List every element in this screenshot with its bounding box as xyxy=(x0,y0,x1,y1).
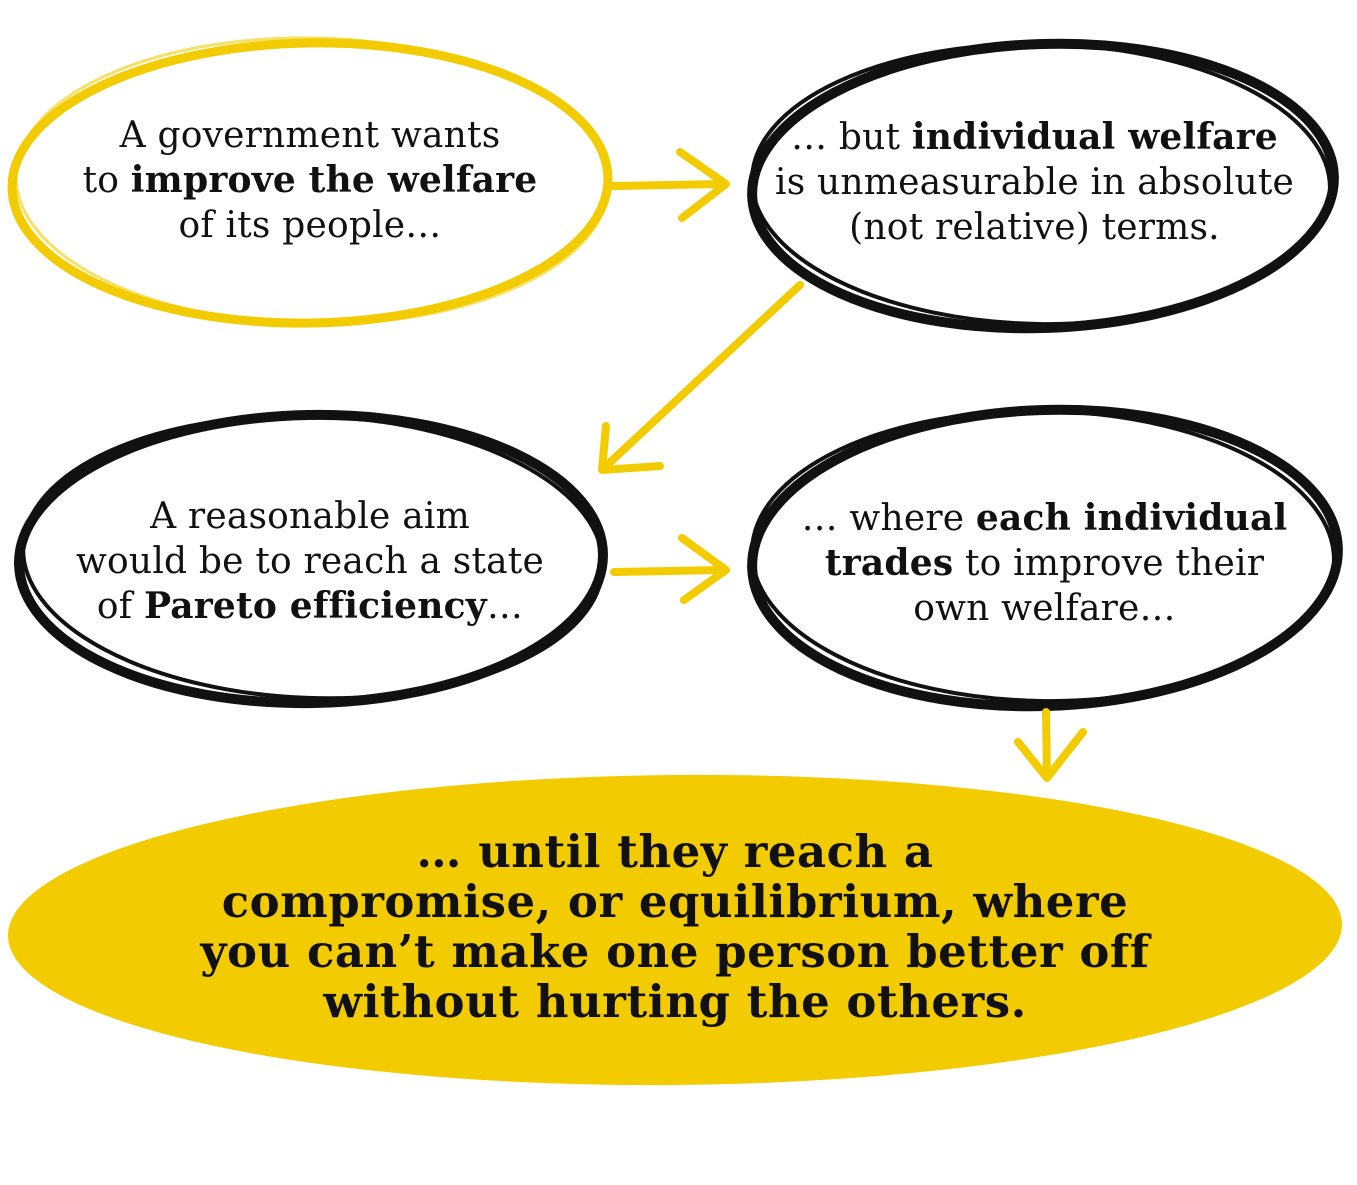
node-text-line: of Pareto efficiency… xyxy=(50,584,570,629)
text-segment: … but xyxy=(791,117,912,158)
node-text-line: (not relative) terms. xyxy=(762,205,1307,250)
node-trades-outline xyxy=(747,404,1343,712)
node-text-line: A reasonable aim xyxy=(50,494,570,539)
text-segment: A reasonable aim xyxy=(150,496,470,537)
arrow-problem-to-aim xyxy=(598,281,804,474)
text-segment: of xyxy=(96,586,144,627)
bold-text-segment: you can’t make one person better off xyxy=(200,925,1150,978)
node-text-line: trades to improve their xyxy=(782,541,1307,586)
text-segment: (not relative) terms. xyxy=(849,207,1220,248)
node-problem-outline xyxy=(747,38,1339,334)
text-segment: would be to reach a state xyxy=(76,541,544,582)
node-text-line: is unmeasurable in absolute xyxy=(762,160,1307,205)
bold-text-segment: trades xyxy=(824,542,954,584)
text-segment: A government wants xyxy=(119,115,501,156)
arrow-goal-to-problem xyxy=(608,148,730,222)
bold-text-segment: without hurting the others. xyxy=(323,975,1027,1028)
text-segment: to improve their xyxy=(953,543,1265,584)
node-text-line: to improve the welfare xyxy=(60,158,560,203)
node-text-line: would be to reach a state xyxy=(50,539,570,584)
node-text-line: … where each individual xyxy=(782,496,1307,541)
text-segment: … xyxy=(486,586,524,627)
arrow-trades-to-equilibrium xyxy=(1014,708,1087,782)
bold-text-segment: improve the welfare xyxy=(130,159,538,201)
node-equilibrium-fill xyxy=(8,774,1342,1086)
bold-text-segment: individual welfare xyxy=(911,116,1278,158)
text-segment: of its people… xyxy=(178,205,442,246)
node-aim-outline xyxy=(14,409,608,709)
node-goal-outline xyxy=(7,36,613,328)
node-text-line: compromise, or equilibrium, where xyxy=(150,877,1200,927)
text-segment: … where xyxy=(801,498,976,539)
node-text-line: you can’t make one person better off xyxy=(150,927,1200,977)
node-text-line: of its people… xyxy=(60,203,560,248)
text-segment: to xyxy=(82,160,131,201)
arrow-aim-to-trades xyxy=(610,534,730,604)
text-segment: own welfare… xyxy=(913,588,1176,629)
node-text-line: … but individual welfare xyxy=(762,115,1307,160)
node-text-line: without hurting the others. xyxy=(150,977,1200,1027)
bold-text-segment: each individual xyxy=(975,497,1288,539)
bold-text-segment: Pareto efficiency xyxy=(143,585,487,627)
node-text-line: … until they reach a xyxy=(150,827,1200,877)
bold-text-segment: … until they reach a xyxy=(416,825,934,878)
node-text-line: A government wants xyxy=(60,113,560,158)
bold-text-segment: compromise, or equilibrium, where xyxy=(221,875,1129,928)
text-segment: is unmeasurable in absolute xyxy=(774,162,1294,203)
node-text-line: own welfare… xyxy=(782,586,1307,631)
